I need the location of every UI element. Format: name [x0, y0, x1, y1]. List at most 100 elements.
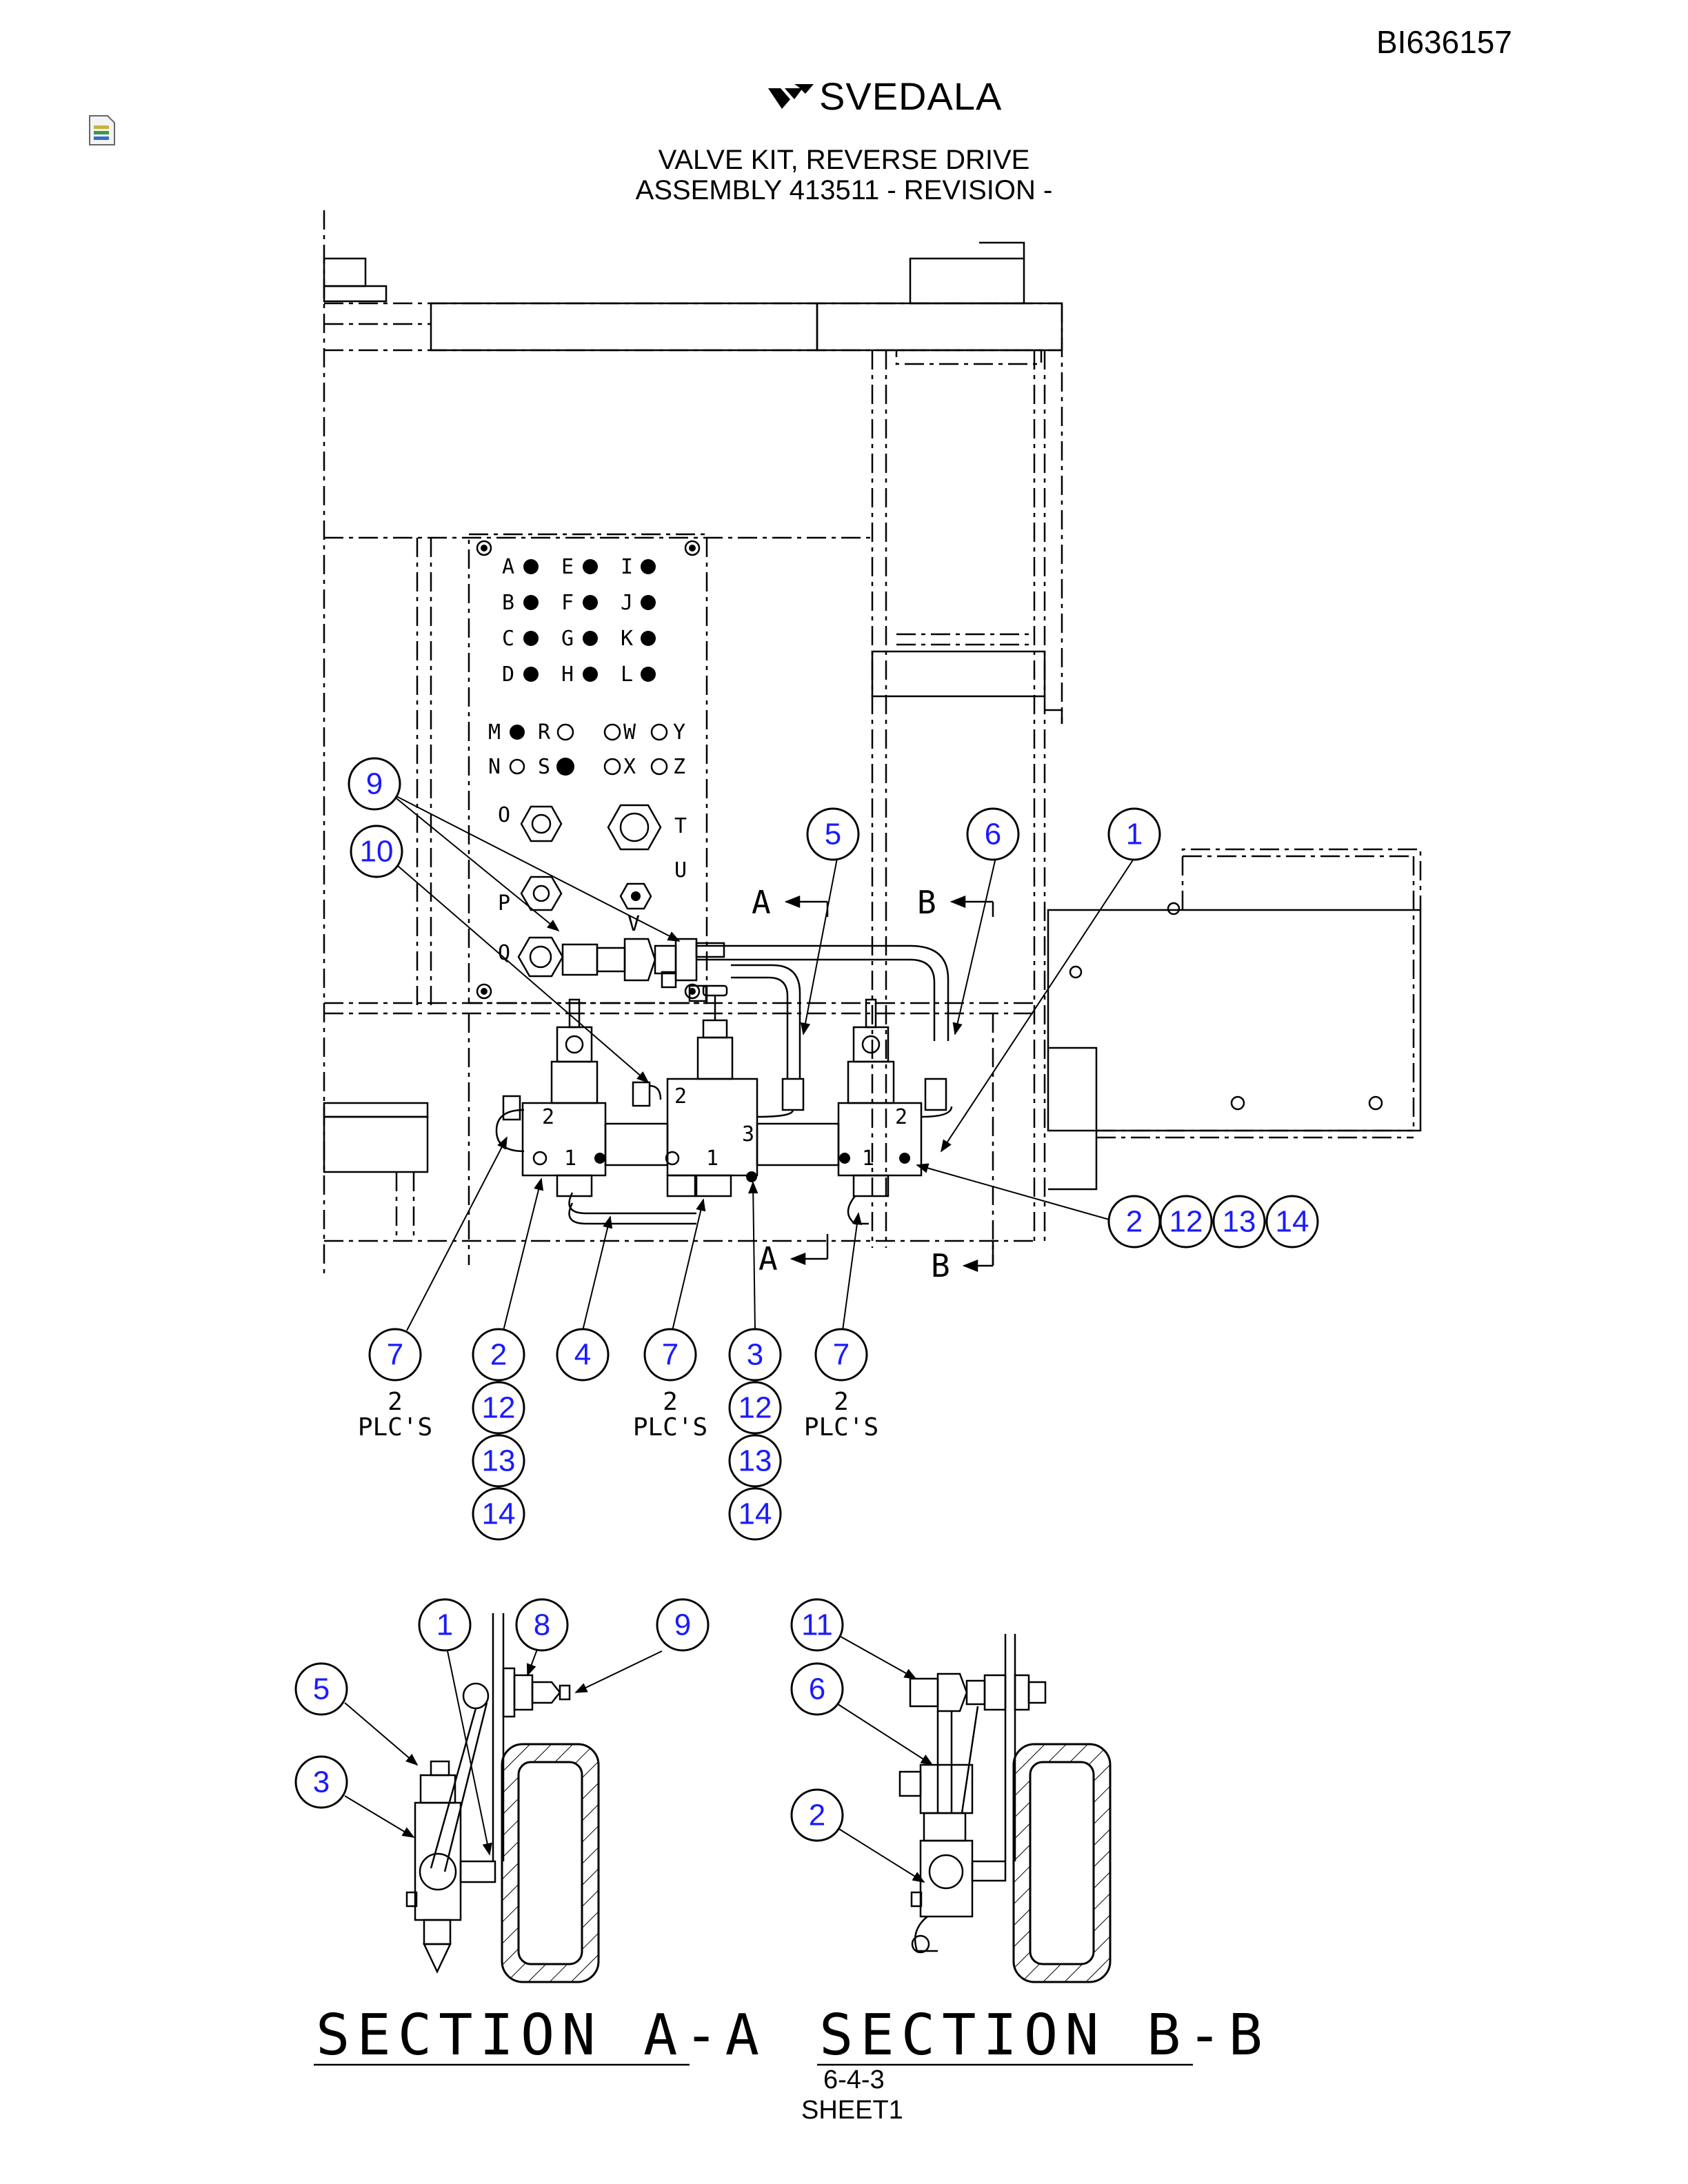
panel-port-n: N: [488, 755, 525, 779]
svg-text:D: D: [502, 663, 514, 687]
callout-8: 8: [515, 1598, 569, 1652]
qty-note: 2 PLC'S: [804, 1388, 878, 1442]
callout-4: 4: [556, 1328, 610, 1382]
svg-text:W: W: [623, 720, 636, 745]
callout-5: 5: [294, 1662, 348, 1716]
callout-1: 1: [418, 1598, 472, 1652]
svg-text:9: 9: [674, 1608, 691, 1642]
svg-text:12: 12: [482, 1391, 516, 1425]
svg-text:J: J: [621, 591, 633, 615]
callout-2: 2: [1107, 1195, 1161, 1248]
section-marker-b-bottom: B: [931, 1241, 994, 1284]
callout-11: 11: [790, 1598, 844, 1652]
svg-text:14: 14: [738, 1497, 772, 1531]
callout-9: 9: [348, 757, 401, 811]
svg-text:SECTION A-A: SECTION A-A: [316, 2003, 766, 2068]
panel-port-s: S: [538, 755, 574, 779]
callout-2: 2: [790, 1788, 844, 1842]
svg-text:C: C: [502, 627, 514, 651]
callout-13: 13: [728, 1434, 782, 1488]
svg-text:2: 2: [388, 1388, 403, 1416]
callout-1: 1: [1107, 807, 1161, 861]
svedala-logo-icon: [768, 84, 814, 109]
leader-lines: [389, 792, 1137, 1331]
tubing: [568, 944, 950, 1225]
callout-14: 14: [472, 1487, 525, 1541]
panel-port-u: U: [674, 858, 687, 882]
callout-10: 10: [350, 825, 403, 878]
svg-text:G: G: [561, 627, 574, 651]
svg-text:14: 14: [1276, 1205, 1309, 1239]
svg-text:8: 8: [534, 1608, 550, 1642]
svg-text:13: 13: [1223, 1205, 1256, 1239]
sheet-number: SHEET1: [801, 2096, 903, 2125]
panel-port-t: T: [607, 804, 687, 851]
svg-text:A: A: [502, 555, 514, 579]
section-b-b-leaders: [835, 1633, 934, 1883]
panel-port-b: B: [502, 591, 539, 615]
valve-block-left: 2 1: [495, 998, 607, 1197]
drawing-title: VALVE KIT, REVERSE DRIVE: [658, 145, 1030, 175]
section-b-b-view: [898, 1634, 1112, 1983]
callout-12: 12: [728, 1381, 782, 1435]
svg-text:3: 3: [747, 1338, 763, 1372]
svg-text:SECTION B-B: SECTION B-B: [819, 2003, 1269, 2068]
callout-14: 14: [728, 1487, 782, 1541]
callout-9: 9: [656, 1598, 710, 1652]
svg-text:A: A: [752, 884, 771, 921]
callout-6: 6: [790, 1662, 844, 1716]
svg-text:4: 4: [574, 1338, 591, 1372]
qty-note: 2 PLC'S: [633, 1388, 707, 1442]
svg-text:X: X: [623, 755, 636, 779]
svg-text:2: 2: [809, 1799, 825, 1832]
callout-3: 3: [728, 1328, 782, 1382]
svg-text:7: 7: [662, 1338, 679, 1372]
panel-port-y: Y: [650, 720, 685, 745]
connector-assembly: [561, 938, 725, 1002]
svg-text:T: T: [674, 814, 687, 838]
section-a-a-leaders: [344, 1647, 663, 1856]
svg-text:5: 5: [313, 1672, 330, 1706]
port-label: 1: [862, 1146, 874, 1171]
port-label: 2: [895, 1105, 907, 1129]
port-label: 1: [706, 1146, 719, 1171]
svg-text:6: 6: [985, 818, 1001, 851]
svg-text:M: M: [488, 720, 501, 745]
svg-text:A: A: [758, 1240, 778, 1277]
svg-text:12: 12: [738, 1391, 772, 1425]
callout-12: 12: [1159, 1195, 1213, 1248]
manifold-bar: [604, 1122, 669, 1166]
section-b-b-title: SECTION B-B: [817, 2003, 1269, 2068]
svg-text:O: O: [498, 803, 510, 827]
port-label: 3: [742, 1122, 754, 1146]
callout-7: 7: [814, 1328, 868, 1382]
panel-port-i: I: [621, 555, 656, 579]
callout-12: 12: [472, 1381, 525, 1435]
svg-text:P: P: [498, 891, 510, 916]
qty-note: 2 PLC'S: [358, 1388, 432, 1442]
control-panel: A B C D E F G H I J K L M N R S W X Y Z …: [468, 533, 708, 1004]
panel-port-m: M: [488, 720, 525, 745]
brand-logo: SVEDALA: [767, 72, 1002, 120]
svg-text:F: F: [561, 591, 574, 615]
machine-frame-outline: [323, 210, 1063, 1275]
electrical-box: [1047, 848, 1422, 1191]
port-label: 1: [564, 1146, 576, 1171]
port-label: 2: [542, 1105, 554, 1129]
svg-text:E: E: [561, 555, 574, 579]
panel-port-z: Z: [650, 755, 685, 779]
panel-port-d: D: [502, 663, 539, 687]
panel-port-a: A: [502, 555, 539, 579]
document-icon[interactable]: [88, 114, 116, 146]
svg-text:R: R: [538, 720, 551, 745]
svg-text:PLC'S: PLC'S: [358, 1413, 432, 1442]
svg-text:V: V: [627, 912, 640, 936]
svg-text:N: N: [488, 755, 501, 779]
document-id: BI636157: [1376, 24, 1512, 60]
page-number: 6-4-3: [823, 2065, 885, 2094]
panel-port-o: O: [498, 803, 563, 842]
svg-text:2: 2: [663, 1388, 678, 1416]
svg-text:K: K: [621, 627, 633, 651]
panel-port-r: R: [538, 720, 574, 745]
